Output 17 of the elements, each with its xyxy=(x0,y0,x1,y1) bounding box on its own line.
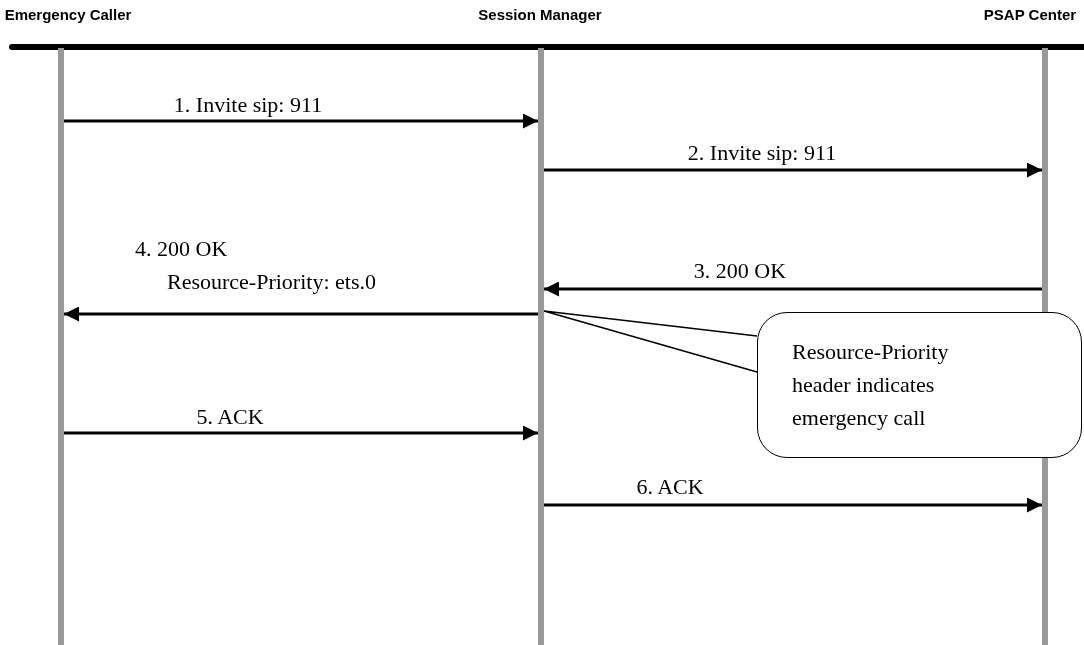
callout-bubble xyxy=(757,312,1082,458)
message-arrow xyxy=(64,306,538,322)
participant-name: PSAP Center xyxy=(983,6,1077,23)
message-label: 2. Invite sip: 911 xyxy=(687,139,837,167)
message-label: 5. ACK xyxy=(196,403,264,431)
participant-name: Emergency Caller xyxy=(4,6,132,23)
message-arrow xyxy=(544,281,1042,297)
message-arrow xyxy=(544,497,1042,513)
participant-name: Session Manager xyxy=(478,6,602,23)
message-label: 3. 200 OK xyxy=(693,257,787,285)
message-arrow xyxy=(544,162,1042,178)
callout-text: Resource-Priority header indicates emergency call xyxy=(792,338,950,432)
message-arrow xyxy=(64,113,538,129)
message-arrow xyxy=(64,425,538,441)
message-label: 1. Invite sip: 911 xyxy=(173,91,323,119)
message-label: 6. ACK xyxy=(636,473,704,501)
message-label: 4. 200 OK Resource-Priority: ets.0 xyxy=(135,235,377,296)
